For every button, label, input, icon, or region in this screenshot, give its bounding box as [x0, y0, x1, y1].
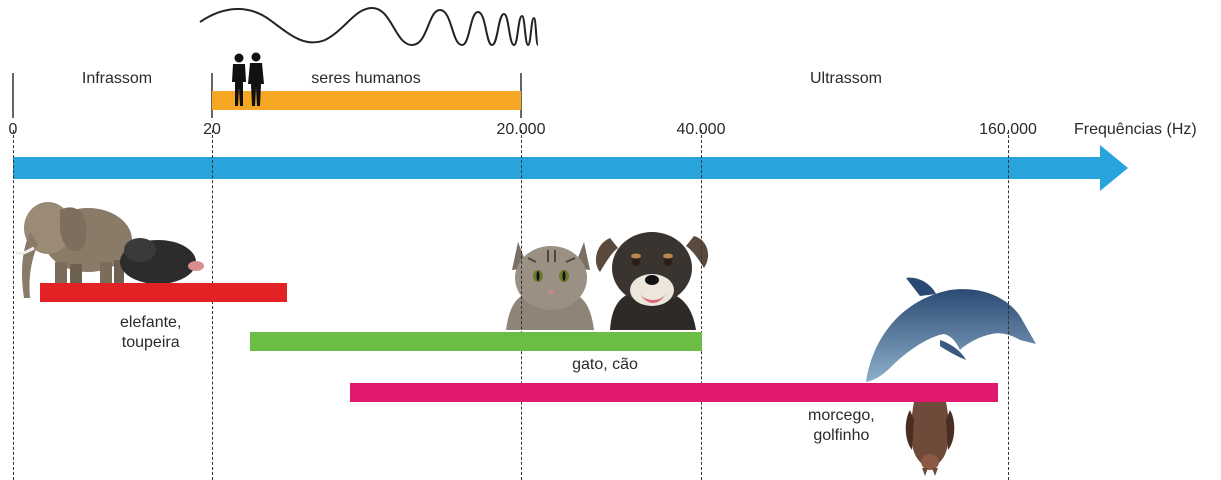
frequency-arrow	[13, 145, 1128, 191]
elephant-icon	[14, 202, 132, 298]
wave-icon	[199, 6, 539, 47]
ultrasound-label: Ultrassom	[809, 70, 883, 87]
range-bar-cat-dog	[250, 332, 702, 351]
range-label-elephant-mole: elefante, toupeira	[120, 313, 181, 353]
dolphin-icon	[866, 277, 1036, 382]
tick-label-0: 0	[8, 121, 18, 138]
range-label-bat-line2: golfinho	[813, 427, 870, 444]
axis-unit-label: Frequências (Hz)	[1074, 121, 1197, 138]
range-label-bat-line1: morcego,	[808, 407, 875, 424]
bat-icon	[905, 402, 955, 476]
range-label-elephant-line1: elefante,	[120, 314, 182, 331]
guide-line-20000	[521, 130, 522, 480]
cat-icon	[506, 242, 594, 330]
guide-line-160000	[1008, 130, 1009, 480]
range-label-bat-dolphin: morcego, golfinho	[808, 406, 875, 446]
range-label-elephant-line2: toupeira	[121, 334, 180, 351]
guide-line-0	[13, 130, 14, 480]
guide-line-20	[212, 130, 213, 480]
humans-label: seres humanos	[311, 70, 421, 87]
tick-label-160000: 160.000	[979, 121, 1037, 138]
infrasound-label: Infrassom	[81, 70, 153, 87]
tick-label-20000: 20.000	[496, 121, 546, 138]
humans-band	[212, 91, 521, 110]
range-bar-elephant-mole	[40, 283, 287, 302]
range-bar-bat-dolphin	[350, 383, 998, 402]
range-label-cat-dog: gato, cão	[572, 356, 638, 373]
guide-line-40000	[701, 130, 702, 480]
people-icon	[232, 52, 264, 106]
tick-label-20: 20	[203, 121, 221, 138]
tick-label-40000: 40.000	[676, 121, 726, 138]
mole-icon	[120, 238, 204, 284]
dog-icon	[595, 232, 709, 330]
